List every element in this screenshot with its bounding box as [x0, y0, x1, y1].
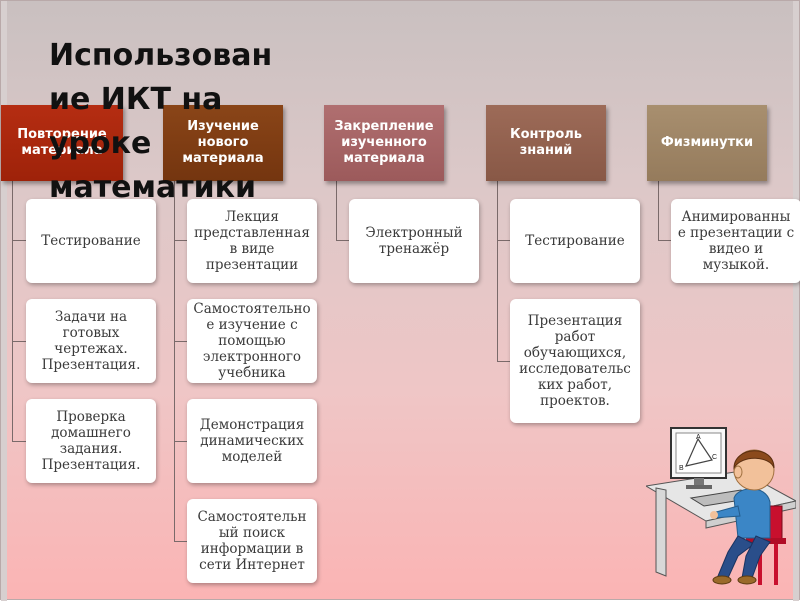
connector-col1-b1 [12, 240, 26, 241]
connector-col2 [174, 181, 175, 541]
item-testing-2: Тестирование [510, 199, 640, 283]
connector-col4 [497, 181, 498, 361]
connector-col1 [12, 181, 13, 441]
connector-col5-b1 [658, 240, 671, 241]
connector-col2-b4 [174, 541, 187, 542]
connector-col1-b2 [12, 341, 26, 342]
item-dynamic-models: Демонстрация динамических моделей [187, 399, 317, 483]
item-testing-1: Тестирование [26, 199, 156, 283]
connector-col4-b2 [497, 361, 510, 362]
connector-col2-b1 [174, 240, 187, 241]
item-lecture-presentation: Лекция представленная в виде презентации [187, 199, 317, 283]
connector-col1-b3 [12, 441, 26, 442]
item-internet-search: Самостоятельн ый поиск информации в сети… [187, 499, 317, 583]
connector-col2-b2 [174, 341, 187, 342]
header-repetition: Повторение материала [1, 105, 123, 181]
student-at-computer-illustration: A B C [646, 427, 796, 585]
vertex-b-label: B [679, 465, 684, 472]
header-knowledge-control: Контроль знаний [486, 105, 606, 181]
connector-col3-b1 [336, 240, 349, 241]
vertex-a-label: A [696, 434, 701, 441]
item-animated-presentations: Анимированны е презентации с видео и муз… [671, 199, 800, 283]
left-border [1, 1, 7, 601]
connector-col2-b3 [174, 441, 187, 442]
header-reinforcement: Закрепление изученного материала [324, 105, 444, 181]
connector-col3 [336, 181, 337, 241]
header-new-material: Изучение нового материала [163, 105, 283, 181]
vertex-c-label: C [712, 454, 717, 461]
slide-title: Использован ие ИКТ на уроке математики [49, 38, 273, 205]
right-border [793, 1, 799, 601]
item-self-study-ebook: Самостоятельно е изучение с помощью элек… [187, 299, 317, 383]
item-drawing-tasks: Задачи на готовых чертежах. Презентация. [26, 299, 156, 383]
header-physical-minutes: Физминутки [647, 105, 767, 181]
item-homework-check: Проверка домашнего задания. Презентация. [26, 399, 156, 483]
item-electronic-trainer: Электронный тренажёр [349, 199, 479, 283]
item-student-works: Презентация работ обучающихся, исследова… [510, 299, 640, 423]
connector-col4-b1 [497, 240, 510, 241]
connector-col5 [658, 181, 659, 241]
